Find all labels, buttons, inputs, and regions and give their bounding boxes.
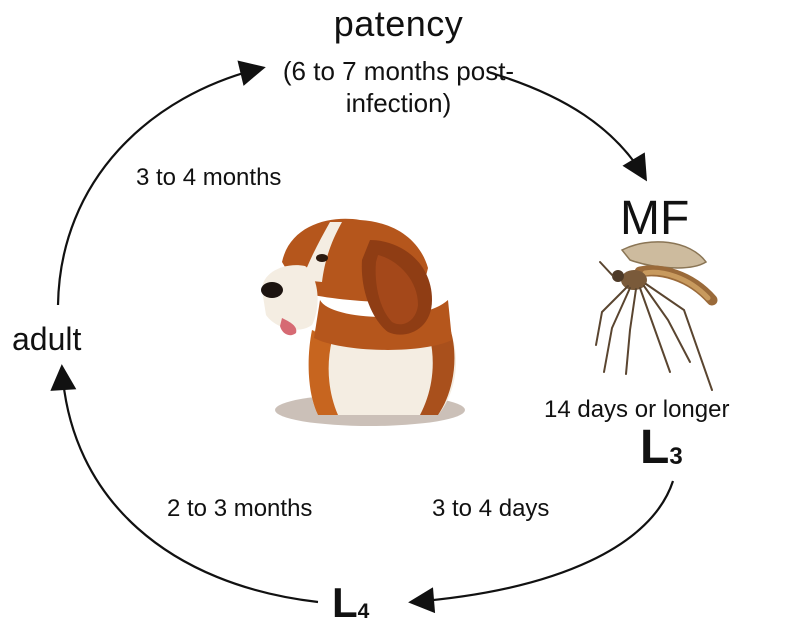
- stage-l4-subscript: 4: [358, 600, 370, 623]
- duration-l4-to-adult: 2 to 3 months: [167, 497, 312, 521]
- patency-note-text: (6 to 7 months post-infection): [274, 55, 524, 119]
- dog-icon: [261, 219, 465, 426]
- stage-l3-letter: L: [640, 421, 669, 474]
- stage-adult-label: adult: [12, 323, 81, 355]
- arrow-l4-to-adult: [62, 368, 318, 602]
- stage-l3-label: L3: [640, 424, 683, 472]
- stage-patency-note: (6 to 7 months post-infection): [0, 55, 797, 119]
- duration-mf-to-l3: 14 days or longer: [544, 398, 729, 422]
- stage-mf-label: MF: [620, 195, 689, 243]
- stage-patency-label: patency: [0, 6, 797, 42]
- duration-l3-to-l4: 3 to 4 days: [432, 497, 549, 521]
- duration-adult-to-patency: 3 to 4 months: [136, 166, 281, 190]
- stage-l4-letter: L: [332, 579, 358, 626]
- mosquito-icon: [596, 242, 712, 390]
- stage-l4-label: L4: [332, 582, 369, 624]
- stage-l3-subscript: 3: [669, 443, 682, 470]
